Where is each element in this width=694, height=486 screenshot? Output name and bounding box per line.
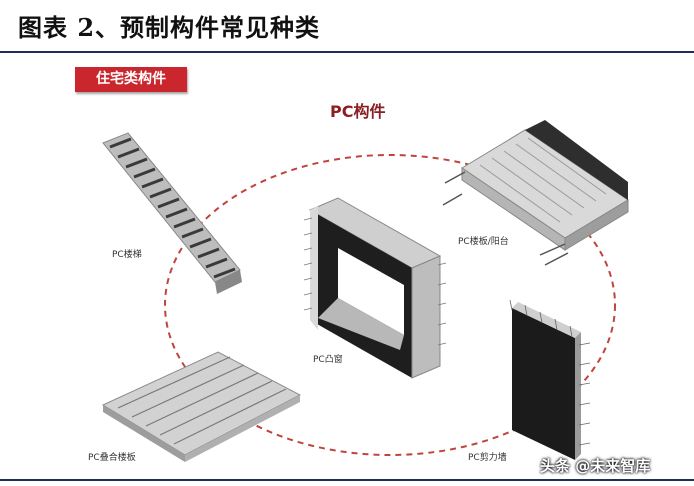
stairs-label: PC楼梯 xyxy=(112,250,142,260)
bay-window-illustration xyxy=(303,197,447,379)
shear-wall-label: PC剪力墙 xyxy=(468,453,507,463)
shear-wall-illustration xyxy=(509,299,591,460)
bottom-rule xyxy=(0,479,694,481)
balcony-illustration xyxy=(442,120,629,266)
top-rule xyxy=(0,51,694,53)
figure-title: 图表 2、预制构件常见种类 xyxy=(18,13,321,42)
category-badge: 住宅类构件 xyxy=(75,67,187,92)
window-label: PC凸窗 xyxy=(313,355,343,365)
source-watermark: 头条 @未来智库 xyxy=(540,457,651,475)
composite-slab-label: PC叠合楼板 xyxy=(88,453,136,463)
balcony-label: PC楼板/阳台 xyxy=(458,237,509,247)
center-label: PC构件 xyxy=(330,102,386,121)
dashed-orbit xyxy=(164,154,616,456)
stairs-illustration xyxy=(102,132,242,294)
composite-slab-illustration xyxy=(101,351,302,462)
